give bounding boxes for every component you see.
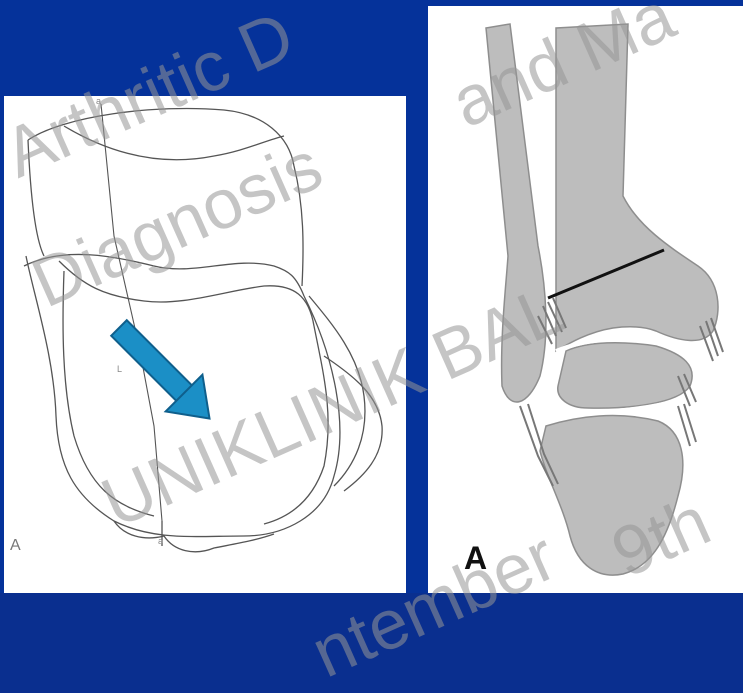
ankle-bone-diagram <box>428 6 743 593</box>
slide-background: a L a A <box>0 0 743 593</box>
tibia-bone <box>556 24 718 351</box>
right-panel-letter: A <box>464 540 487 577</box>
calcaneus-bone <box>540 416 683 575</box>
talus-bone <box>558 343 692 408</box>
right-figure-panel: A <box>428 6 743 593</box>
direction-arrow-icon <box>4 96 406 593</box>
fibula-bone <box>486 24 546 402</box>
left-panel-letter: A <box>10 537 21 555</box>
left-figure-panel: a L a A <box>4 96 406 593</box>
